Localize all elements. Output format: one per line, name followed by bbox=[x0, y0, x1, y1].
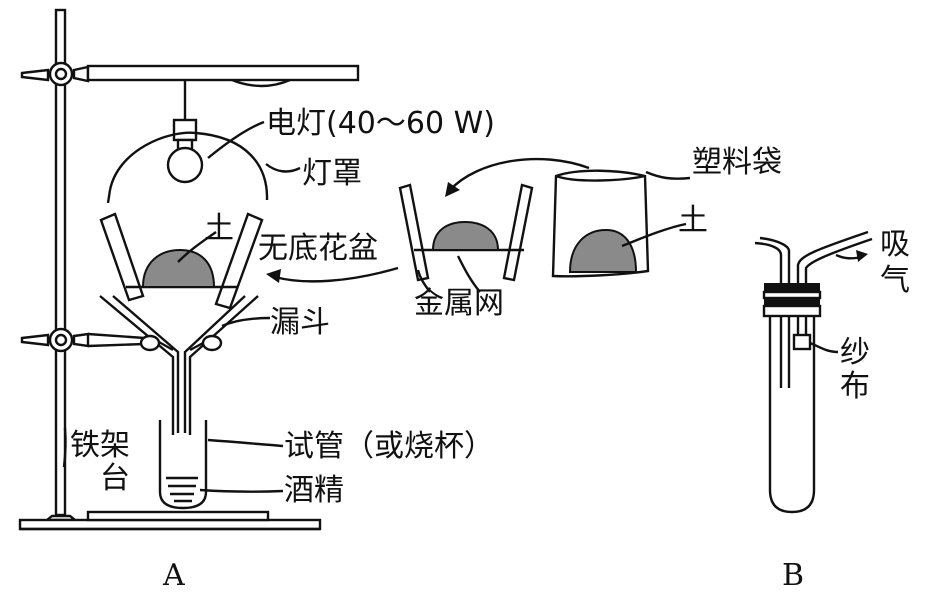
label-bottomless-pot: 无底花盆 bbox=[258, 231, 378, 266]
label-funnel: 漏斗 bbox=[270, 305, 330, 340]
label-plastic-bag: 塑料袋 bbox=[692, 145, 782, 180]
label-lamp: 电灯(40～60 W) bbox=[266, 106, 495, 141]
label-soil-bag: 土 bbox=[678, 203, 708, 238]
label-gauze-1: 纱 bbox=[840, 335, 870, 370]
lower-clamp bbox=[20, 327, 223, 353]
text-labels: 电灯(40～60 W) 灯罩 土 无底花盆 金属网 塑料袋 土 漏斗 试管（或烧… bbox=[70, 106, 910, 593]
label-soil-a: 土 bbox=[204, 211, 234, 246]
label-test-tube: 试管（或烧杯） bbox=[284, 429, 494, 464]
label-lampshade: 灯罩 bbox=[302, 156, 362, 191]
lamp bbox=[166, 80, 204, 184]
label-iron-stand-2: 台 bbox=[100, 461, 130, 496]
label-panel-a: A bbox=[162, 558, 185, 593]
label-iron-stand-1: 铁架 bbox=[70, 428, 130, 463]
leader-lines bbox=[62, 120, 691, 493]
upper-clamp bbox=[20, 61, 360, 88]
arrows bbox=[266, 157, 590, 283]
bottomless-pot-middle bbox=[398, 183, 534, 282]
label-panel-b: B bbox=[782, 558, 804, 593]
label-gauze-2: 布 bbox=[840, 369, 870, 404]
bottomless-pot-a bbox=[99, 212, 264, 310]
funnel bbox=[99, 295, 259, 435]
suction-tube-b bbox=[754, 230, 873, 514]
lampshade bbox=[106, 131, 269, 204]
label-metal-mesh: 金属网 bbox=[414, 286, 504, 321]
test-tube bbox=[86, 420, 270, 522]
label-suck-1: 吸 bbox=[880, 227, 910, 262]
label-alcohol: 酒精 bbox=[284, 473, 344, 508]
label-suck-2: 气 bbox=[880, 263, 910, 298]
plastic-bag bbox=[551, 169, 650, 278]
